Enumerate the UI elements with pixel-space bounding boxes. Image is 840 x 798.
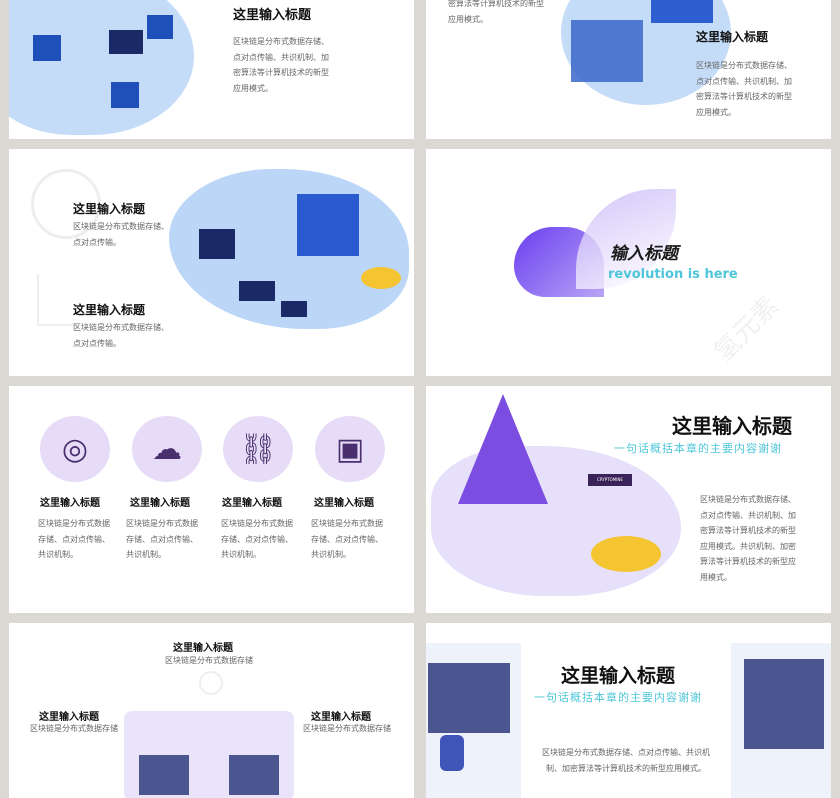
- item-body: 区块链是分布式数据存储、点对点传输、共识机制。: [126, 519, 198, 559]
- top-body: 区块链是分布式数据存储: [165, 656, 253, 665]
- item-title: 这里输入标题: [130, 498, 190, 509]
- candlestick-chart-icon: [37, 274, 77, 326]
- item-body: 区块链是分布式数据存储、点对点传输、共识机制。: [38, 519, 110, 559]
- slide-body-top: 密算法等计算机技术的新型应用模式。: [448, 0, 544, 24]
- item-title: 这里输入标题: [73, 303, 146, 317]
- server-node-icon: [111, 82, 139, 108]
- item-title: 这里输入标题: [73, 202, 146, 216]
- slide-2[interactable]: 密算法等计算机技术的新型应用模式。 这里输入标题 区块链是分布式数据存储、点对点…: [426, 0, 831, 139]
- laptop-icon: [651, 0, 713, 23]
- item-title: 这里输入标题: [40, 498, 100, 509]
- slide-subtitle: 一句话概括本章的主要内容谢谢: [534, 691, 702, 704]
- item-body: 区块链是分布式数据存储、点对点传输。: [73, 222, 169, 247]
- slide-title: 这里输入标题: [672, 414, 792, 438]
- monitor-icon: [109, 30, 143, 54]
- item-title: 这里输入标题: [222, 498, 282, 509]
- mining-rig-icon: ▣: [315, 416, 385, 482]
- slide-title: 这里输入标题: [696, 30, 769, 44]
- slide-5[interactable]: ◎ ☁ ⛓ ▣ 这里输入标题 这里输入标题 这里输入标题 这里输入标题 区块链是…: [9, 386, 414, 613]
- server-rack-icon: [744, 659, 824, 749]
- slide-8[interactable]: 这里输入标题 一句话概括本章的主要内容谢谢 区块链是分布式数据存储、点对点传输、…: [426, 623, 831, 798]
- slide-3[interactable]: 这里输入标题 区块链是分布式数据存储、点对点传输。 这里输入标题 区块链是分布式…: [9, 149, 414, 376]
- mining-rig-icon: [571, 20, 643, 82]
- chain-lock-icon: ⛓: [223, 416, 293, 482]
- gear-bitcoin-icon: [31, 169, 101, 239]
- server-node-icon: [33, 35, 61, 61]
- cloud-lock-icon: ☁: [132, 416, 202, 482]
- slide-title: 这里输入标题: [233, 8, 312, 23]
- right-title: 这里输入标题: [311, 712, 371, 723]
- server-rack-icon: [428, 663, 510, 733]
- slide-body: 区块链是分布式数据存储、点对点传输、共识机制、加密算法等计算机技术的新型应用模式…: [542, 748, 710, 773]
- slide-body: 区块链是分布式数据存储、点对点传输、共识机制、加密算法等计算机技术的新型应用模式…: [233, 37, 329, 93]
- server-rack-icon: [229, 755, 279, 795]
- left-title: 这里输入标题: [39, 712, 99, 723]
- server-node-icon: [147, 15, 173, 39]
- gold-coins-icon: [591, 536, 661, 572]
- slide-body: 区块链是分布式数据存储、点对点传输、共识机制、加密算法等计算机技术的新型应用模式…: [696, 61, 792, 117]
- item-body: 区块链是分布式数据存储、点对点传输、共识机制。: [221, 519, 293, 559]
- slide-7[interactable]: 这里输入标题 区块链是分布式数据存储 这里输入标题 区块链是分布式数据存储 这里…: [9, 623, 414, 798]
- signpost: CRYPTOMINE: [588, 474, 632, 486]
- bitcoin-icon: [199, 671, 223, 695]
- slide-1[interactable]: 这里输入标题 区块链是分布式数据存储、点对点传输、共识机制、加密算法等计算机技术…: [9, 0, 414, 139]
- slide-title: 这里输入标题: [561, 665, 676, 687]
- laptop-icon: [199, 229, 235, 259]
- crystal-mountain-icon: [458, 394, 548, 504]
- watermark: 氢元素: [708, 291, 785, 368]
- item-body: 区块链是分布式数据存储、点对点传输、共识机制。: [311, 519, 383, 559]
- left-body: 区块链是分布式数据存储: [30, 724, 118, 733]
- server-rack-icon: [139, 755, 189, 795]
- gold-coins-icon: [361, 267, 401, 289]
- coin-wallet-icon: ◎: [40, 416, 110, 482]
- top-title: 这里输入标题: [173, 643, 233, 654]
- slide-subtitle: 一句话概括本章的主要内容谢谢: [614, 442, 782, 455]
- item-body: 区块链是分布式数据存储、点对点传输。: [73, 323, 169, 348]
- phone-icon: [281, 301, 307, 317]
- item-title: 这里输入标题: [314, 498, 374, 509]
- slide-4[interactable]: 输入标题 revolution is here 氢元素: [426, 149, 831, 376]
- tablet-icon: [239, 281, 275, 301]
- slide-6[interactable]: CRYPTOMINE 这里输入标题 一句话概括本章的主要内容谢谢 区块链是分布式…: [426, 386, 831, 613]
- slide-subtitle: revolution is here: [608, 267, 738, 282]
- right-body: 区块链是分布式数据存储: [303, 724, 391, 733]
- mining-machine-icon: [297, 194, 359, 256]
- slide-body: 区块链是分布式数据存储、点对点传输、共识机制、加密算法等计算机技术的新型应用模式…: [700, 495, 796, 582]
- office-chair-icon: [440, 735, 464, 771]
- slide-title: 输入标题: [610, 244, 678, 264]
